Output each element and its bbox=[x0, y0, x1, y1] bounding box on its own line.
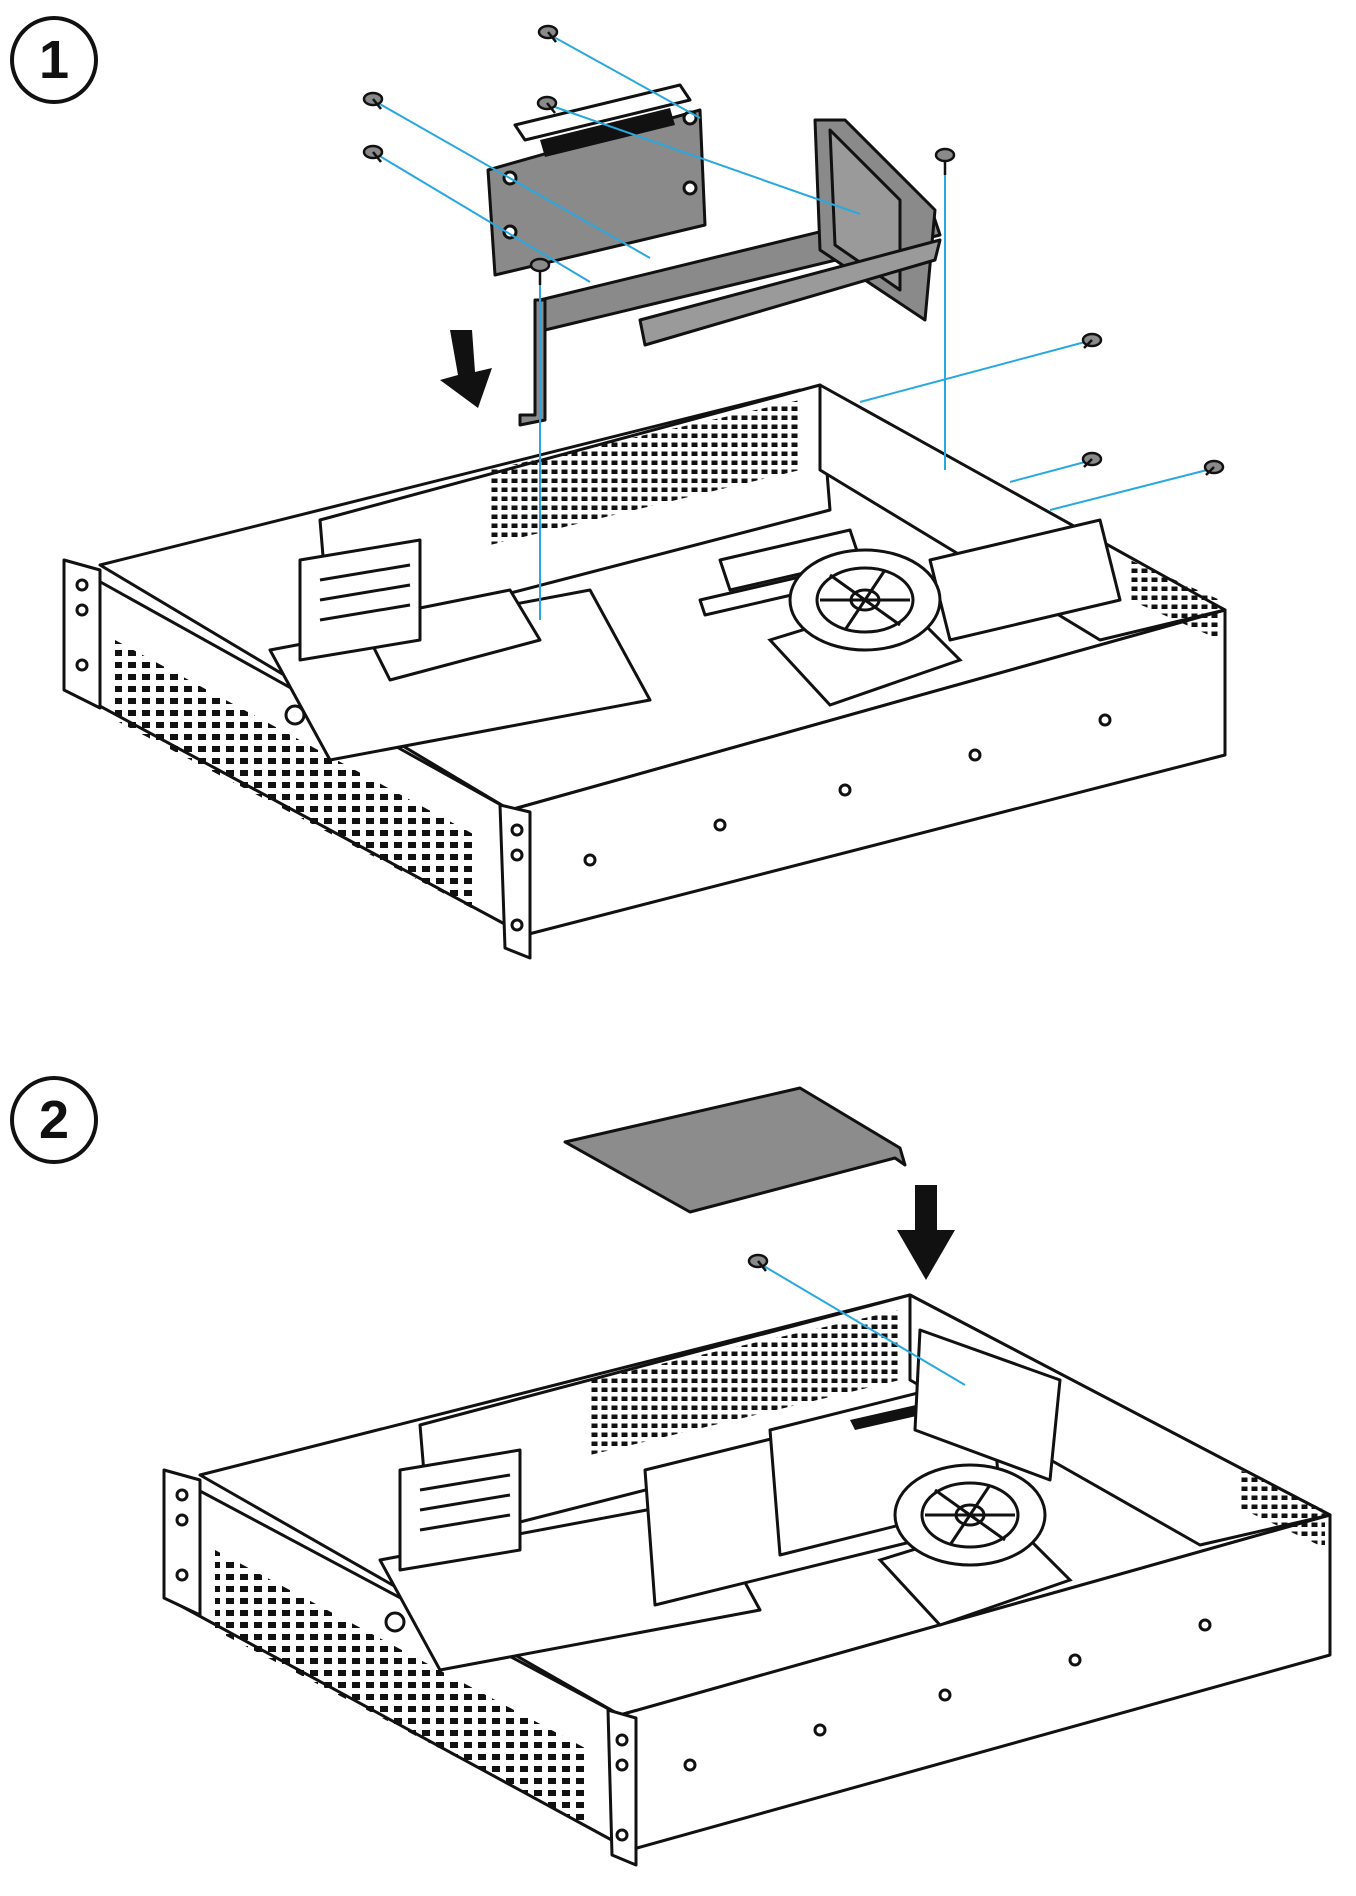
step-2-badge: 2 bbox=[10, 1076, 98, 1164]
step-1-badge: 1 bbox=[10, 16, 98, 104]
riser-bracket-step-1 bbox=[486, 83, 942, 427]
guide-lines-step-2 bbox=[761, 1264, 966, 1386]
cover-plate-step-2 bbox=[563, 1086, 907, 1214]
screw-icon bbox=[1203, 459, 1225, 476]
step-2-number: 2 bbox=[38, 1090, 70, 1150]
guide-lines-step-1 bbox=[377, 35, 1208, 620]
screw-icon bbox=[934, 147, 956, 175]
screw-icon bbox=[362, 91, 384, 110]
screw-icon bbox=[529, 257, 551, 285]
screw-icons-step-1 bbox=[362, 24, 1225, 476]
screw-icon bbox=[1081, 332, 1103, 349]
riser-card-step-2 bbox=[643, 1328, 1062, 1607]
screw-icons-step-2 bbox=[747, 1253, 769, 1272]
screw-icon bbox=[536, 95, 558, 114]
screw-icon bbox=[362, 144, 384, 163]
cpu-cooler-step-1 bbox=[767, 548, 963, 707]
screw-icon bbox=[747, 1253, 769, 1272]
chassis-step-1 bbox=[62, 383, 1227, 960]
step-2-illustration bbox=[162, 1086, 1332, 1867]
screw-icon bbox=[537, 24, 559, 43]
screw-icon bbox=[1081, 451, 1103, 468]
cpu-cooler-step-2 bbox=[877, 1463, 1073, 1627]
down-arrow-icon bbox=[440, 330, 492, 408]
step-1-illustration bbox=[62, 24, 1227, 960]
step-1-number: 1 bbox=[38, 30, 70, 90]
down-arrow-icon bbox=[897, 1185, 955, 1280]
